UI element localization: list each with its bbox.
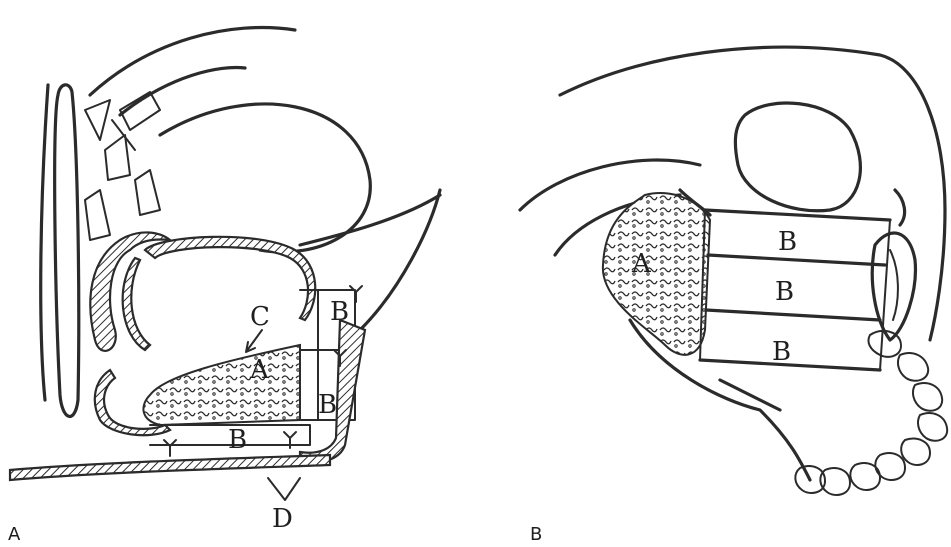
panel-label-a: A [8,524,21,545]
label-b-bottom-left: B [228,425,247,455]
label-b-top-left: B [330,297,349,327]
panel-a-drawing [10,28,440,500]
label-c: C [250,302,270,332]
label-d: D [272,504,293,534]
label-b-right-left: B [318,390,337,420]
label-b3-right: B [772,337,791,367]
panel-b-drawing [520,47,947,495]
panel-label-b: B [530,524,542,545]
label-a-right: A [631,249,652,279]
label-b1-right: B [778,227,797,257]
label-a-left: A [249,355,270,385]
label-b2-right: B [775,277,794,307]
